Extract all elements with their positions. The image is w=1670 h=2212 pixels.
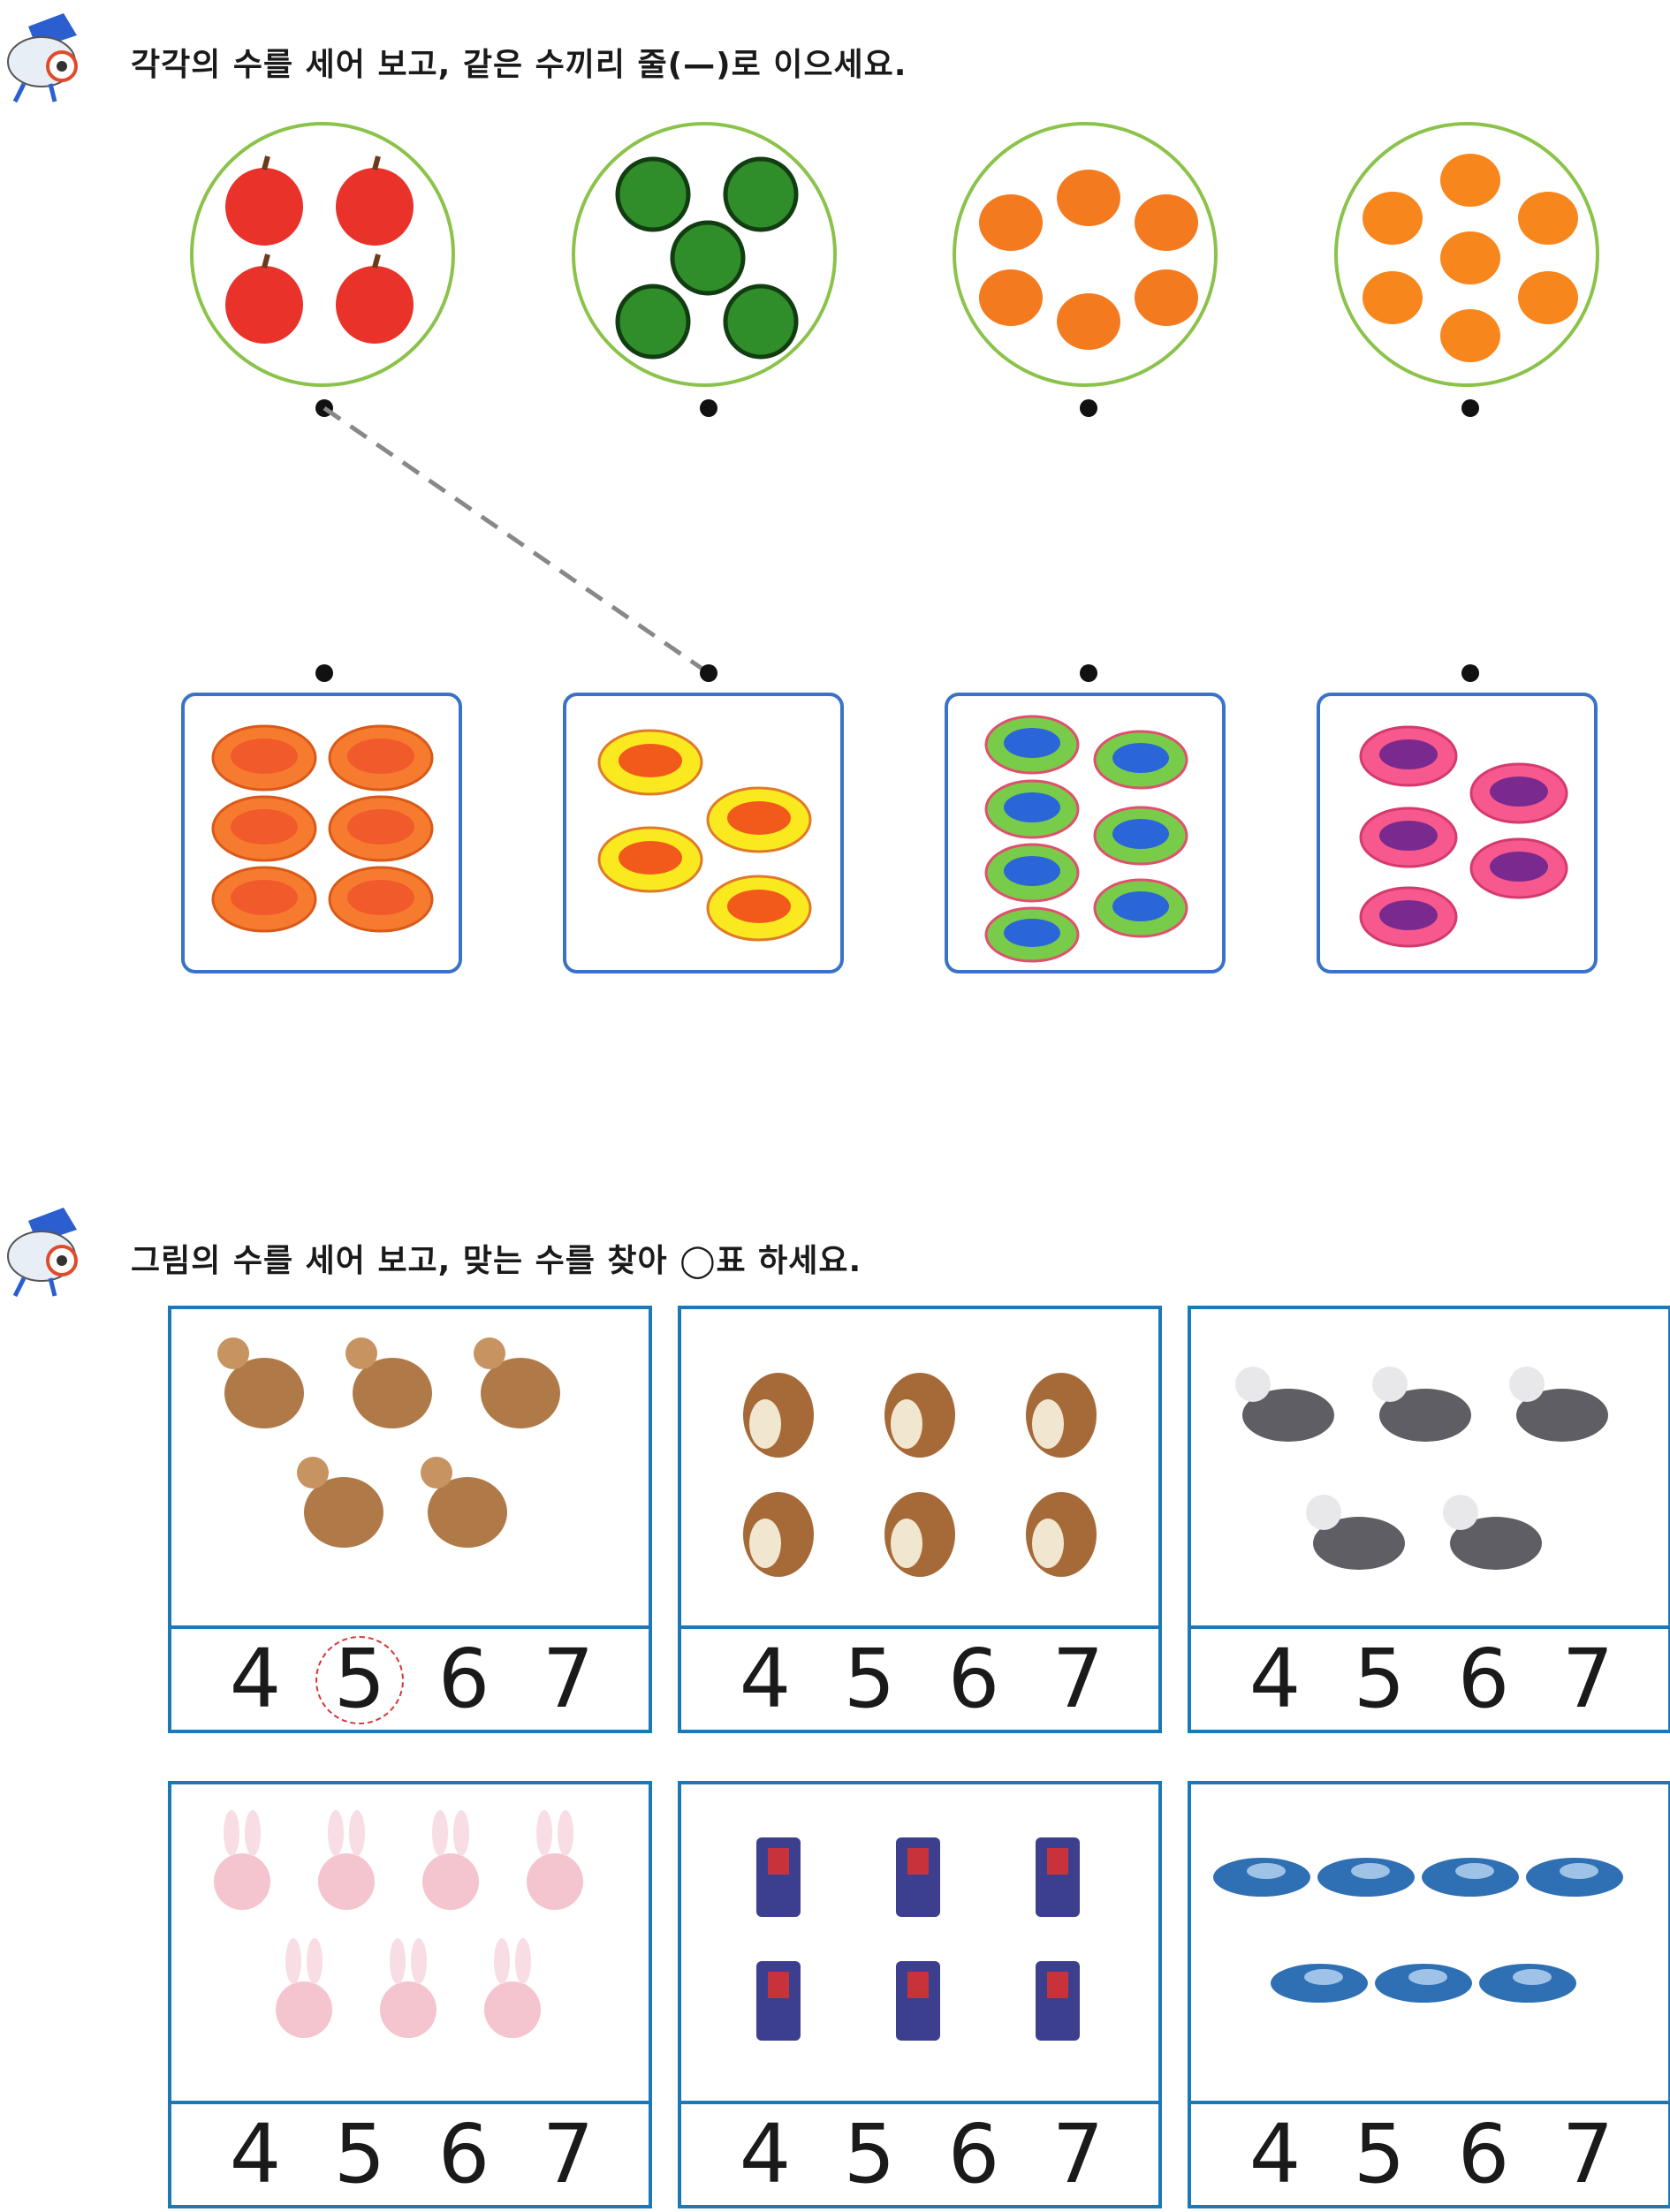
option-5[interactable]: 5: [333, 2107, 386, 2201]
count-card-cat: 4 5 6 7: [1188, 1306, 1670, 1733]
count-card-dog: 4 5 6 7: [168, 1306, 652, 1733]
option-7[interactable]: 7: [542, 1632, 595, 1726]
persimmon-group-circle: [953, 122, 1218, 387]
option-5[interactable]: 5: [1353, 1632, 1406, 1726]
top-dot-3[interactable]: [1080, 399, 1097, 417]
option-4[interactable]: 4: [739, 2107, 792, 2201]
apple-icons: [225, 155, 414, 344]
section2-instruction: 그림의 수를 세어 보고, 맞는 수를 찾아 ◯표 하세요.: [131, 1243, 862, 1279]
number-options: 4 5 6 7: [1191, 2104, 1668, 2205]
dog-icons: [217, 1337, 560, 1548]
watermelon-icons: [615, 156, 799, 360]
option-6[interactable]: 6: [1457, 2107, 1510, 2201]
option-7[interactable]: 7: [1051, 2107, 1104, 2201]
plate-box-1: [181, 693, 462, 973]
count-card-chipmunk: 4 5 6 7: [678, 1306, 1162, 1733]
bottom-dot-2[interactable]: [700, 664, 717, 682]
card-divider: [681, 2101, 1158, 2104]
card-divider: [171, 2101, 649, 2104]
option-6[interactable]: 6: [437, 1632, 490, 1726]
number-options: 4 5 6 7: [1191, 1629, 1668, 1730]
plate-box-2: [563, 693, 844, 973]
plate-icons: [211, 724, 434, 933]
car-icons: [1213, 1858, 1623, 2003]
card-divider: [1191, 2101, 1668, 2104]
option-4[interactable]: 4: [739, 1632, 792, 1726]
bottom-dot-3[interactable]: [1080, 664, 1097, 682]
bottom-dot-1[interactable]: [315, 664, 333, 682]
option-5[interactable]: 5: [1353, 2107, 1406, 2201]
plate-icons: [597, 729, 812, 942]
number-options: 4 5 6 7: [681, 1629, 1158, 1730]
mascot-icon: [7, 13, 78, 103]
rabbit-icons: [214, 1810, 583, 2038]
option-4[interactable]: 4: [229, 1632, 282, 1726]
chipmunk-icons: [743, 1373, 1097, 1577]
card-divider: [1191, 1625, 1668, 1629]
orange-group-circle: [1334, 122, 1599, 387]
bottom-dot-4[interactable]: [1461, 664, 1479, 682]
persimmon-icons: [979, 170, 1198, 350]
top-dot-4[interactable]: [1461, 399, 1479, 417]
apple-group-circle: [190, 122, 455, 387]
answer-circle-mark: [315, 1636, 404, 1724]
robot-icons: [756, 1837, 1080, 2041]
number-options: 4 5 6 7: [681, 2104, 1158, 2205]
option-4[interactable]: 4: [1249, 1632, 1302, 1726]
option-7[interactable]: 7: [542, 2107, 595, 2201]
option-7[interactable]: 7: [1561, 2107, 1614, 2201]
option-6[interactable]: 6: [947, 1632, 1000, 1726]
option-6[interactable]: 6: [1457, 1632, 1510, 1726]
plate-box-4: [1317, 693, 1598, 973]
cat-icons: [1235, 1367, 1608, 1570]
orange-icons: [1363, 154, 1578, 362]
card-divider: [171, 1625, 649, 1629]
option-7[interactable]: 7: [1051, 1632, 1104, 1726]
option-5[interactable]: 5: [843, 1632, 896, 1726]
count-card-rabbit: 4 5 6 7: [168, 1781, 652, 2208]
option-5[interactable]: 5: [843, 2107, 896, 2201]
mascot-icon: [7, 1208, 78, 1298]
plate-icons: [984, 715, 1188, 963]
option-6[interactable]: 6: [947, 2107, 1000, 2201]
top-dot-2[interactable]: [700, 399, 717, 417]
count-card-car: 4 5 6 7: [1188, 1781, 1670, 2208]
number-options: 4 5 6 7: [171, 1629, 649, 1730]
watermelon-group-circle: [572, 122, 837, 387]
plate-icons: [1359, 725, 1568, 948]
section1-instruction: 각각의 수를 세어 보고, 같은 수끼리 줄(—)로 이으세요.: [131, 47, 907, 83]
option-4[interactable]: 4: [229, 2107, 282, 2201]
option-4[interactable]: 4: [1249, 2107, 1302, 2201]
card-divider: [681, 1625, 1158, 1629]
option-7[interactable]: 7: [1561, 1632, 1614, 1726]
number-options: 4 5 6 7: [171, 2104, 649, 2205]
plate-box-3: [945, 693, 1226, 973]
example-dashed-line: [323, 405, 710, 676]
count-card-robot: 4 5 6 7: [678, 1781, 1162, 2208]
option-6[interactable]: 6: [437, 2107, 490, 2201]
